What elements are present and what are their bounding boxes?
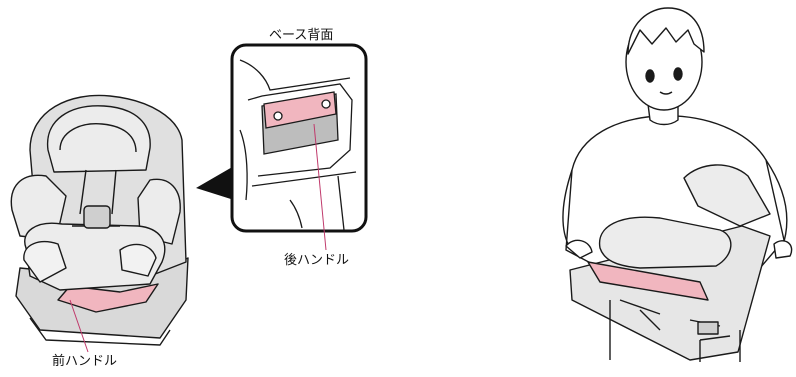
base-back-label: ベース背面 [269, 28, 334, 43]
zoom-pointer [196, 166, 234, 200]
person-carrying-seat-illustration [562, 7, 793, 362]
rear-handle-highlight [263, 91, 337, 129]
rear-handle-label: 後ハンドル [284, 253, 350, 268]
base-back-detail-zoom [230, 43, 368, 251]
front-handle-label: 前ハンドル [52, 354, 118, 369]
car-seat-illustration [10, 94, 189, 353]
carried-handle-highlight [587, 261, 709, 301]
